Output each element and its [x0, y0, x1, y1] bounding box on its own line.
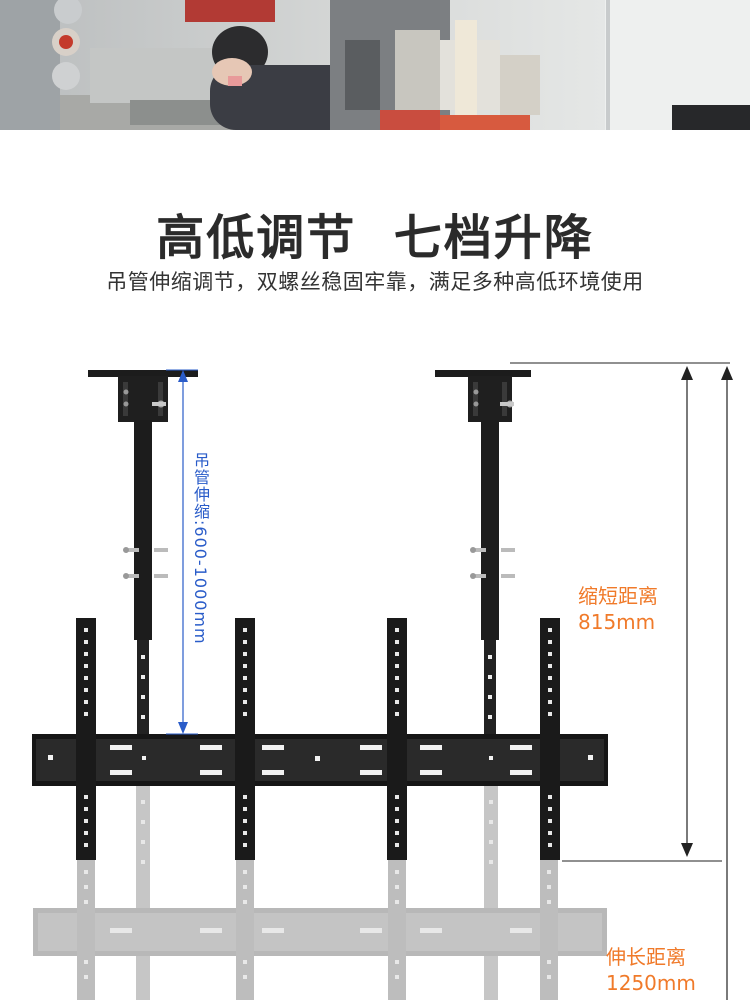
short-distance-title: 缩短距离 — [578, 584, 658, 608]
mount-rail-icon — [32, 734, 608, 786]
ceiling-plate-icon — [88, 370, 198, 422]
height-dimensions — [510, 362, 733, 1000]
right-ceiling-bracket — [435, 370, 531, 738]
extended-bracket-ghost — [33, 785, 607, 1000]
pipe-extension-dimension — [166, 369, 198, 735]
left-ceiling-bracket — [88, 370, 198, 738]
tv-arms — [76, 618, 560, 860]
long-distance-title: 伸长距离 — [606, 945, 686, 969]
double-screw-icon — [123, 547, 168, 579]
ceiling-mount-diagram — [32, 362, 733, 1000]
pipe-extension-label: 吊管伸缩:600-1000mm — [191, 452, 210, 645]
page-title: 高低调节 七档升降 — [156, 210, 594, 266]
short-distance-label: 缩短距离 815mm — [578, 583, 658, 635]
long-distance-label: 伸长距离 1250mm — [606, 944, 696, 996]
header-photo — [0, 0, 750, 130]
page-subtitle: 吊管伸缩调节，双螺丝稳固牢靠，满足多种高低环境使用 — [106, 270, 644, 294]
short-distance-value: 815mm — [578, 610, 656, 634]
long-distance-value: 1250mm — [606, 971, 696, 995]
